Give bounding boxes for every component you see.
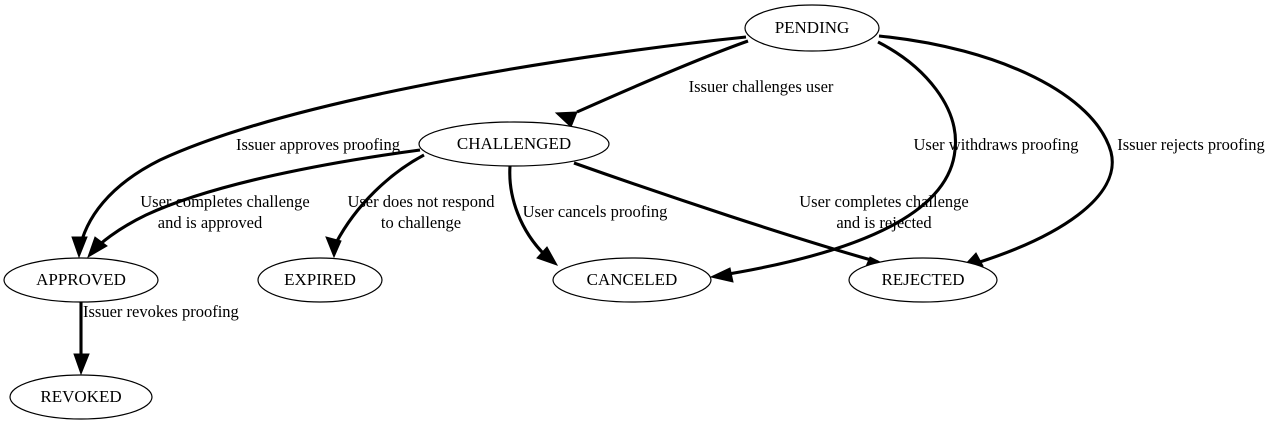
edge-label-challenged-expired-line1: User does not respond (347, 192, 495, 211)
edge-pending-challenged-arrowhead (554, 111, 578, 128)
edge-pending-challenged[interactable] (554, 39, 749, 128)
edge-challenged-canceled[interactable] (508, 165, 559, 266)
node-canceled-label: CANCELED (587, 270, 678, 289)
node-expired-ellipse (257, 257, 383, 303)
node-challenged-label: CHALLENGED (457, 134, 571, 153)
edge-pending-canceled-path (715, 40, 958, 278)
edge-challenged-canceled-path (508, 165, 550, 260)
edge-label-pending-canceled: User withdraws proofing (914, 135, 1079, 154)
node-approved[interactable]: APPROVED (3, 257, 159, 303)
node-canceled[interactable]: CANCELED (552, 257, 712, 303)
edge-label-challenged-approved-line1: User completes challenge (140, 192, 310, 211)
edge-pending-canceled[interactable] (709, 40, 958, 283)
edge-approved-revoked[interactable] (73, 302, 90, 376)
edge-label-pending-approved: Issuer approves proofing (236, 135, 400, 154)
node-approved-ellipse (3, 257, 159, 303)
edge-pending-approved-arrowhead (71, 236, 88, 259)
node-pending-label: PENDING (775, 18, 850, 37)
edge-challenged-approved-arrowhead (87, 236, 108, 259)
node-challenged-ellipse (418, 121, 610, 167)
edge-label-pending-rejected: Issuer rejects proofing (1117, 135, 1265, 154)
node-pending[interactable]: PENDING (744, 4, 880, 52)
edge-challenged-approved[interactable] (87, 148, 421, 259)
edge-label-challenged-expired-line2: to challenge (381, 213, 461, 232)
edge-pending-approved[interactable] (71, 35, 747, 259)
node-rejected-label: REJECTED (881, 270, 964, 289)
edge-pending-canceled-arrowhead (709, 267, 734, 283)
edge-challenged-expired-arrowhead (325, 236, 342, 259)
edge-label-challenged-rejected-line1: User completes challenge (799, 192, 969, 211)
node-canceled-ellipse (552, 257, 712, 303)
node-pending-ellipse (744, 4, 880, 52)
edge-approved-revoked-arrowhead (73, 353, 90, 376)
node-approved-label: APPROVED (36, 270, 126, 289)
node-rejected[interactable]: REJECTED (848, 257, 998, 303)
edge-label-challenged-rejected-line2: and is rejected (836, 213, 932, 232)
edge-challenged-rejected-path (573, 161, 879, 264)
edge-challenged-expired[interactable] (325, 153, 425, 259)
node-revoked[interactable]: REVOKED (9, 374, 153, 420)
node-challenged[interactable]: CHALLENGED (418, 121, 610, 167)
edge-challenged-expired-path (334, 153, 425, 244)
node-expired[interactable]: EXPIRED (257, 257, 383, 303)
edge-pending-approved-path (77, 35, 747, 253)
edge-label-pending-challenged: Issuer challenges user (689, 77, 834, 96)
node-expired-label: EXPIRED (284, 270, 356, 289)
edge-challenged-approved-path (89, 148, 421, 255)
edge-challenged-canceled-arrowhead (536, 246, 559, 266)
edge-label-approved-revoked: Issuer revokes proofing (83, 302, 239, 321)
edge-label-challenged-canceled: User cancels proofing (523, 202, 668, 221)
node-rejected-ellipse (848, 257, 998, 303)
edge-label-challenged-approved-line2: and is approved (158, 213, 263, 232)
node-revoked-label: REVOKED (40, 387, 121, 406)
edge-pending-challenged-path (576, 39, 749, 114)
node-revoked-ellipse (9, 374, 153, 420)
edge-pending-rejected-path (878, 34, 1114, 268)
